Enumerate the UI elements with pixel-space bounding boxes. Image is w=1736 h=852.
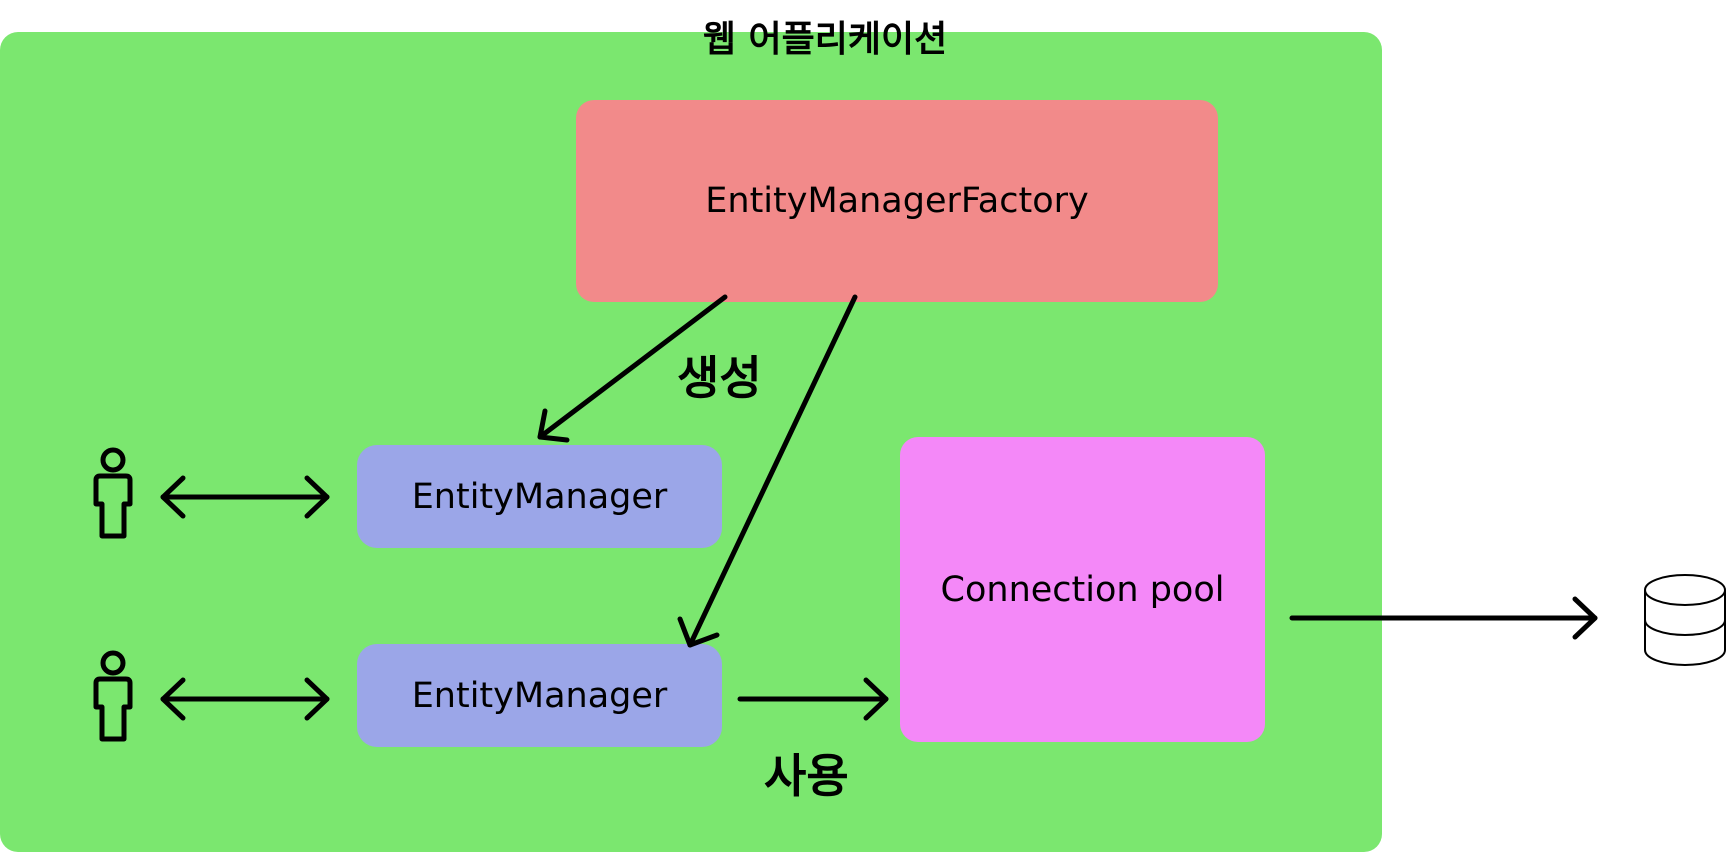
entity-manager-factory-label: EntityManagerFactory [705, 181, 1089, 221]
entity-manager-node-1: EntityManager [357, 445, 722, 548]
arrow-emf-to-em1 [537, 294, 728, 443]
arrow-pool-to-database [1289, 596, 1598, 640]
arrow-emf-to-em2 [677, 294, 858, 648]
entity-manager-label-1: EntityManager [411, 476, 668, 517]
connection-pool-label: Connection pool [940, 569, 1225, 610]
use-edge-label: 사용 [764, 749, 849, 803]
database-icon [1644, 574, 1726, 666]
entity-manager-label-2: EntityManager [411, 675, 668, 716]
user-icon [93, 447, 133, 539]
create-edge-label: 생성 [677, 351, 762, 405]
entity-manager-factory-node: EntityManagerFactory [576, 100, 1218, 302]
arrow-user1-em1 [160, 475, 330, 519]
entity-manager-node-2: EntityManager [357, 644, 722, 747]
container-title: 웹 어플리케이션 [702, 19, 948, 60]
connection-pool-node: Connection pool [900, 437, 1265, 742]
arrow-user2-em2 [160, 677, 330, 721]
user-icon [93, 650, 133, 742]
arrow-em2-to-pool [737, 677, 889, 721]
